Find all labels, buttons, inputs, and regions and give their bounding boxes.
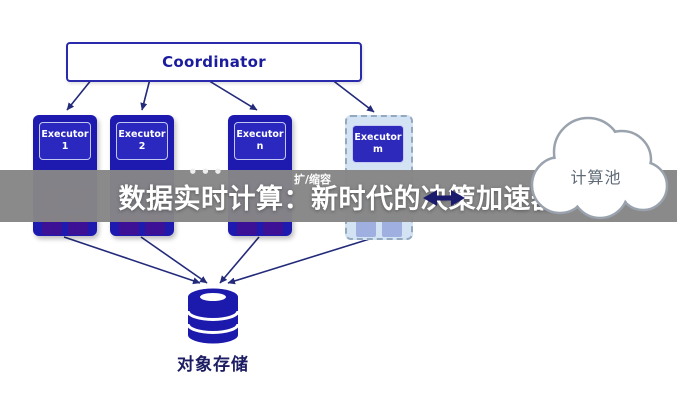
scale-in-out-label: 扩/缩容	[294, 173, 332, 186]
executor-2-name: Executor	[118, 128, 166, 140]
arrow-coordinator-to-executor-n	[205, 78, 258, 111]
executor-1-index: 1	[61, 141, 69, 152]
executor-1-name: Executor	[41, 128, 89, 140]
arrow-coordinator-to-executor-m	[330, 78, 375, 113]
compute-pool-label: 计算池	[570, 168, 622, 187]
arrow-executor-1-to-storage	[63, 236, 201, 285]
arrow-executor-m-to-storage	[227, 236, 377, 285]
executor-2-index: 2	[138, 141, 146, 152]
arrow-executor-2-to-storage	[140, 236, 208, 284]
continuation-dots: •••	[188, 163, 226, 181]
executor-m-index: m	[373, 144, 383, 155]
executor-2-title-chip: Executor 2	[116, 122, 168, 160]
executor-n-name: Executor	[236, 128, 284, 140]
task-square	[382, 217, 402, 237]
executor-n-index: n	[256, 141, 264, 152]
object-storage-label: 对象存储	[177, 355, 249, 375]
arrow-coordinator-to-executor-2	[140, 78, 151, 111]
arrow-executor-n-to-storage	[219, 236, 260, 284]
coordinator-label: Coordinator	[162, 53, 266, 71]
arrow-coordinator-to-executor-1	[66, 78, 93, 111]
executor-n-title-chip: Executor n	[234, 122, 286, 160]
executor-m-name: Executor	[354, 131, 402, 143]
coordinator-node: Coordinator	[66, 42, 362, 82]
executor-1-title-chip: Executor 1	[39, 122, 91, 160]
task-square	[356, 217, 376, 237]
executor-m-title-chip: Executor m	[352, 125, 404, 163]
headline-title: 数据实时计算：新时代的决策加速器	[118, 183, 559, 215]
database-icon	[186, 288, 240, 344]
